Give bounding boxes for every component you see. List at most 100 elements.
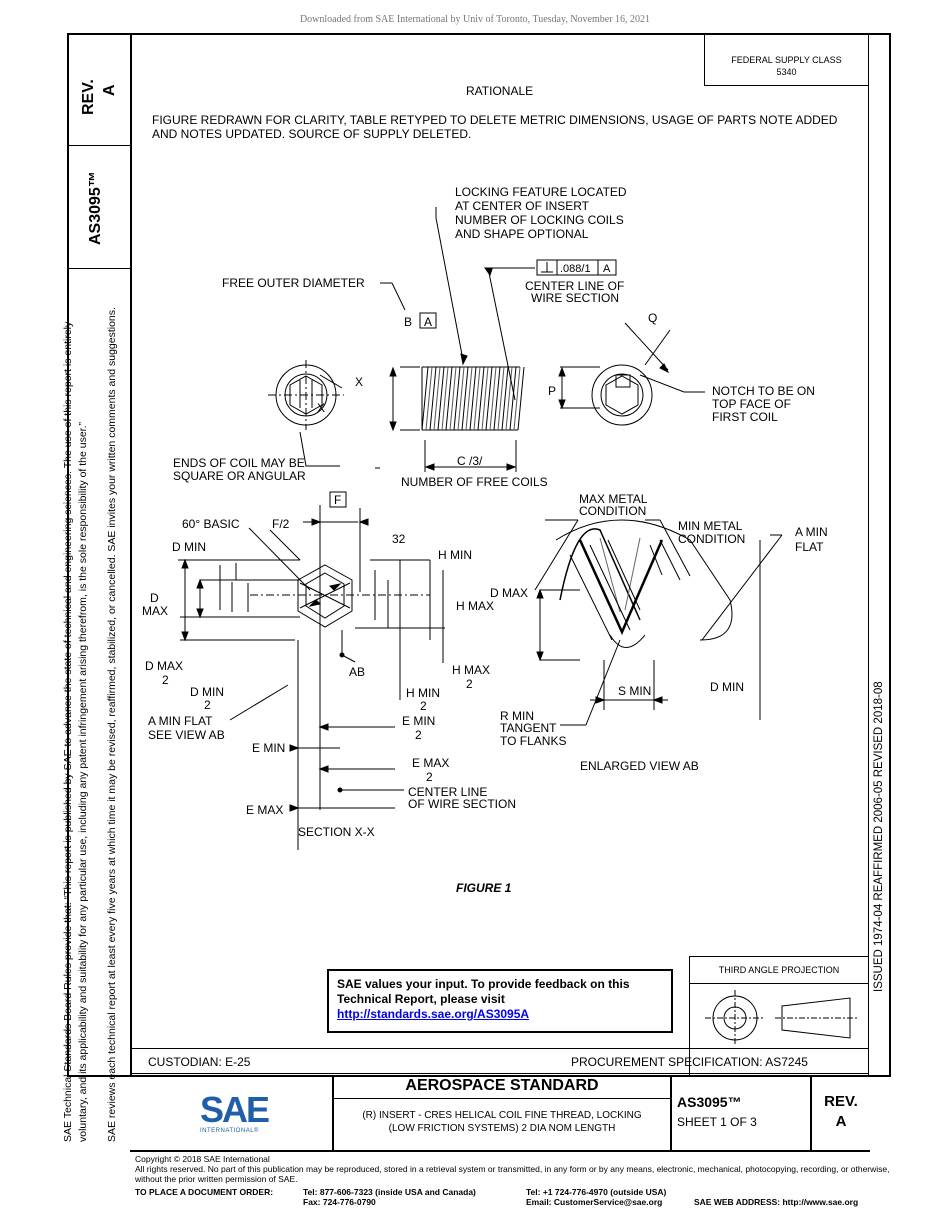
min-metal-2: CONDITION [678, 532, 745, 546]
tel-outside: Tel: +1 724-776-4970 (outside USA) [526, 1187, 667, 1197]
locking-note-line2: AT CENTER OF INSERT [455, 199, 590, 213]
locking-note-line4: AND SHAPE OPTIONAL [455, 227, 589, 241]
feedback-box: SAE values your input. To provide feedba… [327, 969, 673, 1033]
max-label: MAX [142, 604, 168, 618]
center-line-2a: CENTER LINE [408, 785, 487, 799]
tb-doc-number: AS3095™ [677, 1094, 742, 1110]
a-min-flat-see-1: A MIN FLAT [148, 714, 213, 728]
custodian: CUSTODIAN: E-25 [148, 1055, 251, 1069]
title-block: SAE INTERNATIONAL® AEROSPACE STANDARD (R… [130, 1075, 870, 1152]
federal-supply-class: FEDERAL SUPPLY CLASS 5340 [704, 34, 868, 86]
section-xx [178, 505, 445, 850]
coil-side-view [375, 207, 535, 472]
datum-a-label-1: A [424, 315, 432, 329]
aerospace-standard-title: AEROSPACE STANDARD [405, 1077, 599, 1094]
ends-note-1: ENDS OF COIL MAY BE [173, 456, 305, 470]
f-half: F/2 [272, 517, 290, 531]
order-label: TO PLACE A DOCUMENT ORDER: [135, 1187, 274, 1197]
rev-box-divider [67, 145, 131, 146]
center-line-2b: OF WIRE SECTION [408, 797, 516, 811]
r-min-3: TO FLANKS [500, 734, 566, 748]
locking-note-line3: NUMBER OF LOCKING COILS [455, 213, 624, 227]
federal-supply-line2: 5340 [776, 67, 797, 77]
tb-divider-3 [810, 1075, 812, 1151]
e-min-half-den: 2 [415, 728, 422, 742]
rights-text: All rights reserved. No part of this pub… [135, 1164, 890, 1184]
email[interactable]: Email: CustomerService@sae.org [526, 1197, 663, 1207]
a-min-flat-see-2: SEE VIEW AB [148, 728, 225, 742]
federal-supply-line1: FEDERAL SUPPLY CLASS [731, 55, 842, 65]
tb-divider-1 [332, 1075, 334, 1151]
perp-tolerance: .088/1 [560, 263, 591, 275]
h-max-1: H MAX [456, 599, 494, 613]
free-outer-diameter: FREE OUTER DIAMETER [222, 276, 365, 290]
enlarged-view-label: ENLARGED VIEW AB [580, 759, 699, 773]
datum-a-box-1 [419, 312, 437, 329]
x-label-2: X [317, 401, 325, 415]
drawing-frame [67, 33, 891, 1077]
s-min: S MIN [618, 684, 651, 698]
r-min-2: TANGENT [500, 721, 557, 735]
r-min-1: R MIN [500, 709, 534, 723]
e-min-half: E MIN [402, 714, 435, 728]
d-max-enlarged: D MAX [490, 586, 528, 600]
tb-rev-label: REV. [824, 1093, 858, 1110]
datum-a-box-2 [597, 259, 617, 276]
d-min-half: D MIN [190, 685, 224, 699]
procurement-spec: PROCUREMENT SPECIFICATION: AS7245 [571, 1055, 808, 1069]
d-min-half-den: 2 [204, 698, 211, 712]
h-max-half-den: 2 [466, 677, 473, 691]
basic-60: 60° BASIC [182, 517, 240, 531]
free-coils-label: NUMBER OF FREE COILS [401, 475, 548, 489]
d-max-half: D MAX [145, 659, 183, 673]
e-max-half-den: 2 [426, 770, 433, 784]
datum-a-label-2: A [603, 263, 611, 275]
third-angle-projection-box: THIRD ANGLE PROJECTION [689, 956, 869, 1076]
copyright-block: Copyright © 2018 SAE International All r… [135, 1154, 915, 1184]
feedback-text: SAE values your input. To provide feedba… [337, 977, 630, 1006]
d-label: D [150, 591, 159, 605]
e-min: E MIN [252, 741, 285, 755]
sae-logo: SAE [200, 1089, 270, 1130]
x-label-1: X [355, 375, 363, 389]
sheet-number: SHEET 1 OF 3 [677, 1115, 757, 1129]
custodian-row: CUSTODIAN: E-25 PROCUREMENT SPECIFICATIO… [130, 1048, 868, 1074]
left-column-divider [130, 33, 132, 1077]
min-metal-1: MIN METAL [678, 519, 743, 533]
f-label: F [334, 493, 341, 507]
docnum-box-divider [67, 268, 131, 269]
title-description: (R) INSERT - CRES HELICAL COIL FINE THRE… [334, 1109, 670, 1135]
a-min-flat-1: A MIN [795, 525, 828, 539]
third-angle-symbol [705, 990, 858, 1046]
fax: Fax: 724-776-0790 [303, 1197, 376, 1207]
right-column-divider [868, 33, 869, 1077]
locking-note-line1: LOCKING FEATURE LOCATED [455, 185, 627, 199]
tel-usa: Tel: 877-606-7323 (inside USA and Canada… [303, 1187, 476, 1197]
figure-caption: FIGURE 1 [456, 881, 512, 895]
tb-divider-4 [334, 1098, 670, 1099]
rationale-heading: RATIONALE [466, 84, 534, 98]
projection-divider [689, 983, 869, 984]
title-desc-2: (LOW FRICTION SYSTEMS) 2 DIA NOM LENGTH [388, 1123, 616, 1134]
bottom-view-outer-circle [591, 364, 653, 426]
e-max-half: E MAX [412, 756, 449, 770]
tb-divider-2 [670, 1075, 672, 1151]
h-max-half: H MAX [452, 663, 490, 677]
sae-logo-sub: INTERNATIONAL® [200, 1128, 259, 1134]
d-min-1: D MIN [172, 540, 206, 554]
feedback-link[interactable]: http://standards.sae.org/AS3095A [337, 1007, 530, 1021]
datum-b-label: B [404, 315, 412, 329]
third-angle-label: THIRD ANGLE PROJECTION [718, 965, 840, 975]
max-metal-1: MAX METAL [579, 492, 648, 506]
h-min-1: H MIN [438, 548, 472, 562]
q-label: Q [648, 311, 657, 325]
c-label: C /3/ [457, 454, 483, 468]
enlarged-view-ab [534, 519, 783, 726]
notch-note-1: NOTCH TO BE ON [712, 384, 815, 398]
ends-note-2: SQUARE OR ANGULAR [173, 469, 306, 483]
tb-rev-value: A [835, 1113, 847, 1130]
web-address[interactable]: SAE WEB ADDRESS: http://www.sae.org [694, 1197, 859, 1207]
copyright: Copyright © 2018 SAE International [135, 1154, 270, 1164]
h-min-half-den: 2 [420, 699, 427, 713]
